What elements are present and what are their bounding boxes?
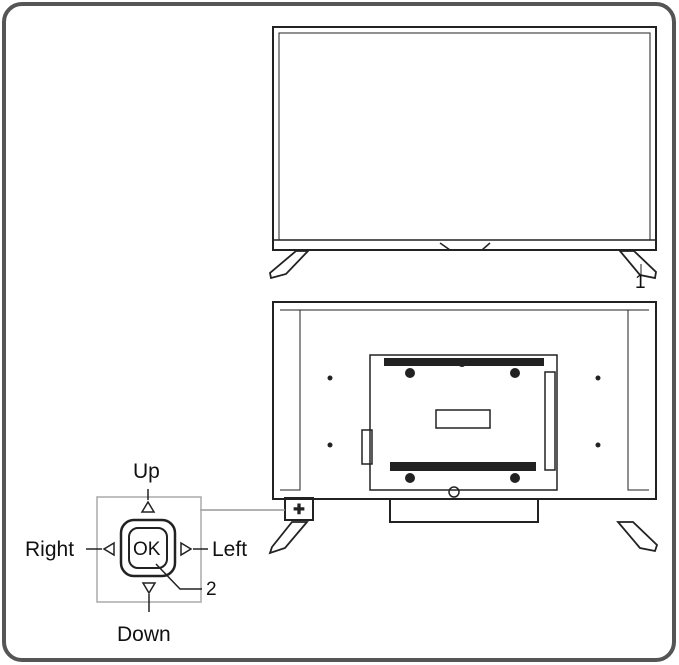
up-arrow-icon xyxy=(140,500,156,513)
tv-front-logo-bar xyxy=(439,242,491,251)
down-label: Down xyxy=(117,623,171,646)
tv-back-left-foot xyxy=(268,521,309,555)
tv-back-side-ports xyxy=(544,371,556,471)
tv-back-bottom-base xyxy=(389,499,539,523)
tv-back-round-hole xyxy=(448,486,460,498)
left-arrow-icon xyxy=(102,541,115,557)
right-arrow-icon xyxy=(180,541,193,557)
joystick-housing-symbol: ✚ xyxy=(293,501,305,517)
screw-3 xyxy=(405,473,415,483)
callout-1-number: 1 xyxy=(635,272,646,293)
tv-back-panel xyxy=(369,354,558,491)
tv-front-bezel xyxy=(272,26,657,251)
ok-button-label: OK xyxy=(133,539,161,560)
right-label: Right xyxy=(25,538,75,561)
tv-back-left-port xyxy=(361,429,373,465)
screw-4 xyxy=(510,473,520,483)
joystick-inset xyxy=(86,489,208,612)
callout-2-leader xyxy=(155,563,202,590)
screw-2 xyxy=(510,368,520,378)
tv-back-right-foot xyxy=(616,521,659,553)
left-label: Left xyxy=(212,538,248,561)
callout-2-number: 2 xyxy=(206,579,217,600)
joystick-outer-ring xyxy=(119,518,177,578)
tv-front-right-foot xyxy=(618,250,657,280)
tv-back-label-plate xyxy=(435,409,491,429)
tv-front-view xyxy=(269,26,657,280)
screw-5 xyxy=(458,359,466,367)
joystick-inner-ring xyxy=(128,527,168,569)
tv-back-view: ✚ xyxy=(268,301,659,555)
tv-back-outline xyxy=(272,301,657,500)
tv-back-inner-bezel xyxy=(280,309,649,491)
tv-back-bottom-vent xyxy=(390,462,536,471)
tv-front-screen xyxy=(278,32,651,241)
screw-1 xyxy=(405,368,415,378)
down-arrow-icon xyxy=(141,582,157,595)
tv-front-left-foot xyxy=(269,250,311,280)
up-label: Up xyxy=(133,460,160,483)
joystick-housing xyxy=(284,497,314,521)
